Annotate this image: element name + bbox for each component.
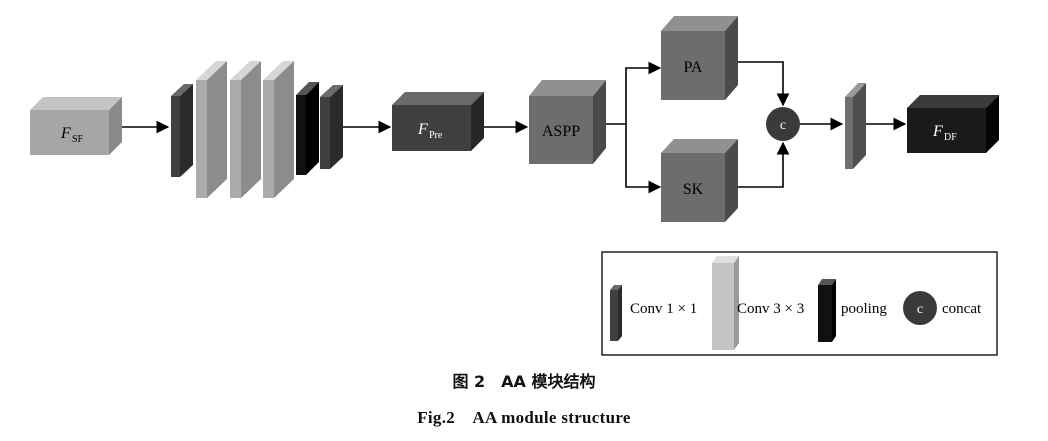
conv-stack <box>171 61 343 198</box>
legend-pooling-swatch <box>818 279 836 342</box>
conv3x3-layer-2 <box>230 61 261 198</box>
conv3x3-layer-3 <box>263 61 294 198</box>
f-df-block: F DF <box>907 95 999 153</box>
legend-conv3x3-swatch <box>712 256 739 350</box>
arrow-pa-to-concat <box>738 61 790 107</box>
conv1x1-layer-2 <box>320 85 343 169</box>
legend-conv3x3-label: Conv 3 × 3 <box>737 301 804 317</box>
sk-label: SK <box>683 181 704 198</box>
f-df-label: F <box>932 123 943 140</box>
conv1x1-layer-1 <box>171 84 193 177</box>
f-sf-label: F <box>60 125 71 142</box>
legend-conv1x1-label: Conv 1 × 1 <box>630 301 697 317</box>
arrow-aspp-to-pa <box>606 61 662 125</box>
aspp-block: ASPP <box>529 80 606 164</box>
caption-english: Fig.2 AA module structure <box>417 408 631 427</box>
legend-concat-symbol: c <box>917 302 923 317</box>
f-sf-subscript: SF <box>72 134 84 145</box>
caption-chinese: 图 2 AA 模块结构 <box>452 372 596 391</box>
legend-pooling-label: pooling <box>841 301 887 317</box>
sk-block: SK <box>661 139 738 222</box>
pooling-layer <box>296 82 319 175</box>
concat-symbol: c <box>780 118 786 133</box>
legend-conv1x1-swatch <box>610 285 622 341</box>
conv1x1-layer-3 <box>845 83 866 169</box>
f-pre-block: F Pre <box>392 92 484 151</box>
arrow-sk-to-concat <box>738 141 790 188</box>
f-pre-subscript: Pre <box>429 130 443 141</box>
concat-node: c <box>766 107 800 141</box>
pa-label: PA <box>684 59 703 76</box>
conv3x3-layer-1 <box>196 61 227 198</box>
legend: Conv 1 × 1 Conv 3 × 3 pooling c concat <box>601 251 998 356</box>
f-pre-label: F <box>417 121 428 138</box>
legend-concat-label: concat <box>942 301 982 317</box>
pa-block: PA <box>661 16 738 100</box>
f-df-subscript: DF <box>944 132 957 143</box>
f-sf-block: F SF <box>30 97 122 155</box>
aspp-label: ASPP <box>542 123 580 140</box>
legend-concat-swatch <box>903 291 937 325</box>
arrow-aspp-to-sk <box>625 124 662 194</box>
